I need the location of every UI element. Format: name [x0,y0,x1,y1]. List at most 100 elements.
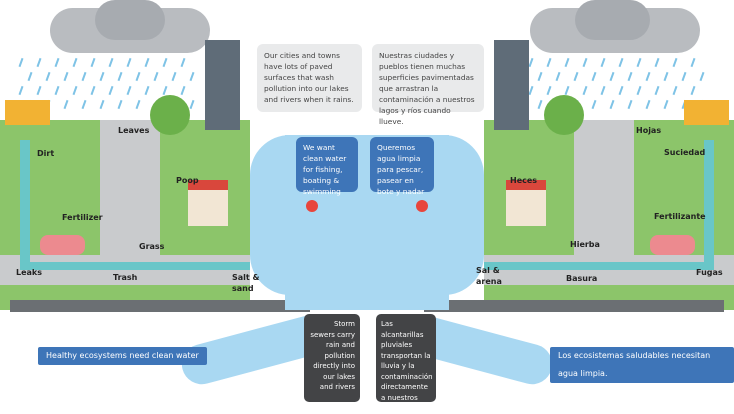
raindrop [690,57,696,68]
raindrop [564,57,570,68]
label-dirt: Dirt [37,149,55,158]
storm-text-es: Las alcantarillas pluviales transportan … [376,314,436,412]
cloud-right-puff [575,0,650,40]
raindrop [564,85,570,96]
raindrop [636,85,642,96]
label-trash: Trash [113,273,138,282]
raindrop [699,71,705,82]
label-basura: Basura [566,274,598,283]
label-salt: Salt & [232,273,260,282]
raindrop [582,57,588,68]
raindrop [90,57,96,68]
raindrop [681,71,687,82]
raindrop [672,57,678,68]
excavator-icon [684,100,729,125]
raindrop [54,85,60,96]
house-icon [188,180,228,226]
raindrop [117,99,123,110]
raindrop [153,71,159,82]
storm-text-en: Storm sewers carry rain and pollution di… [304,314,360,402]
right-runoff-2 [484,262,714,270]
raindrop [171,71,177,82]
raindrop [180,85,186,96]
left-sewer [10,300,310,312]
tree-icon [150,95,190,135]
raindrop [636,57,642,68]
raindrop [654,85,660,96]
label-grass: Grass [139,242,165,251]
intro-text-en: Our cities and towns have lots of paved … [257,44,362,112]
raindrop [663,99,669,110]
raindrop [537,99,543,110]
raindrop [609,99,615,110]
label-arena: arena [476,277,502,286]
label-fertilizer: Fertilizer [62,213,103,222]
building-icon [205,40,240,130]
label-heces: Heces [510,176,538,185]
raindrop [63,99,69,110]
raindrop [108,85,114,96]
car-icon [40,235,85,255]
raindrop [18,85,24,96]
raindrop [645,71,651,82]
left-runoff-2 [20,262,250,270]
raindrop [690,85,696,96]
left-road-vertical [100,120,160,260]
raindrop [528,85,534,96]
want-bubble-es: Queremos agua limpia para pescar, pasear… [370,137,434,196]
raindrop [90,85,96,96]
raindrop [600,57,606,68]
cloud-left-puff [95,0,165,40]
label-hierba: Hierba [570,240,600,249]
raindrop [36,57,42,68]
raindrop [189,99,195,110]
label-poop: Poop [176,176,199,185]
ecosystem-banner-es: Los ecosistemas saludables necesitan agu… [550,347,734,383]
raindrop [189,71,195,82]
swimmer-icon [306,200,318,212]
swimmer-icon [416,200,428,212]
raindrop [126,85,132,96]
raindrop [618,57,624,68]
raindrop [663,71,669,82]
raindrop [600,85,606,96]
raindrop [63,71,69,82]
raindrop [591,71,597,82]
right-runoff [704,140,714,270]
raindrop [36,85,42,96]
want-bubble-en: We want clean water for fishing, boating… [296,137,358,196]
raindrop [627,71,633,82]
raindrop [135,71,141,82]
raindrop [117,71,123,82]
left-road [0,255,250,285]
raindrop [144,57,150,68]
label-hojas: Hojas [636,126,662,135]
label-fugas: Fugas [696,268,723,277]
raindrop [645,99,651,110]
raindrop [135,99,141,110]
raindrop [654,57,660,68]
raindrop [72,85,78,96]
raindrop [54,57,60,68]
raindrop [546,57,552,68]
left-runoff [20,140,30,270]
right-road [484,255,734,285]
raindrop [72,57,78,68]
label-sand: sand [232,284,254,293]
label-suciedad: Suciedad [664,148,706,157]
raindrop [162,57,168,68]
raindrop [99,71,105,82]
raindrop [45,71,51,82]
car-icon [650,235,695,255]
raindrop [591,99,597,110]
raindrop [144,85,150,96]
raindrop [81,99,87,110]
raindrop [672,85,678,96]
raindrop [582,85,588,96]
label-fertilizante: Fertilizante [654,212,706,221]
ecosystem-banner-en: Healthy ecosystems need clean water [38,347,207,365]
raindrop [627,99,633,110]
right-road-vertical [574,120,634,260]
building-icon [494,40,529,130]
house-icon [506,180,546,226]
